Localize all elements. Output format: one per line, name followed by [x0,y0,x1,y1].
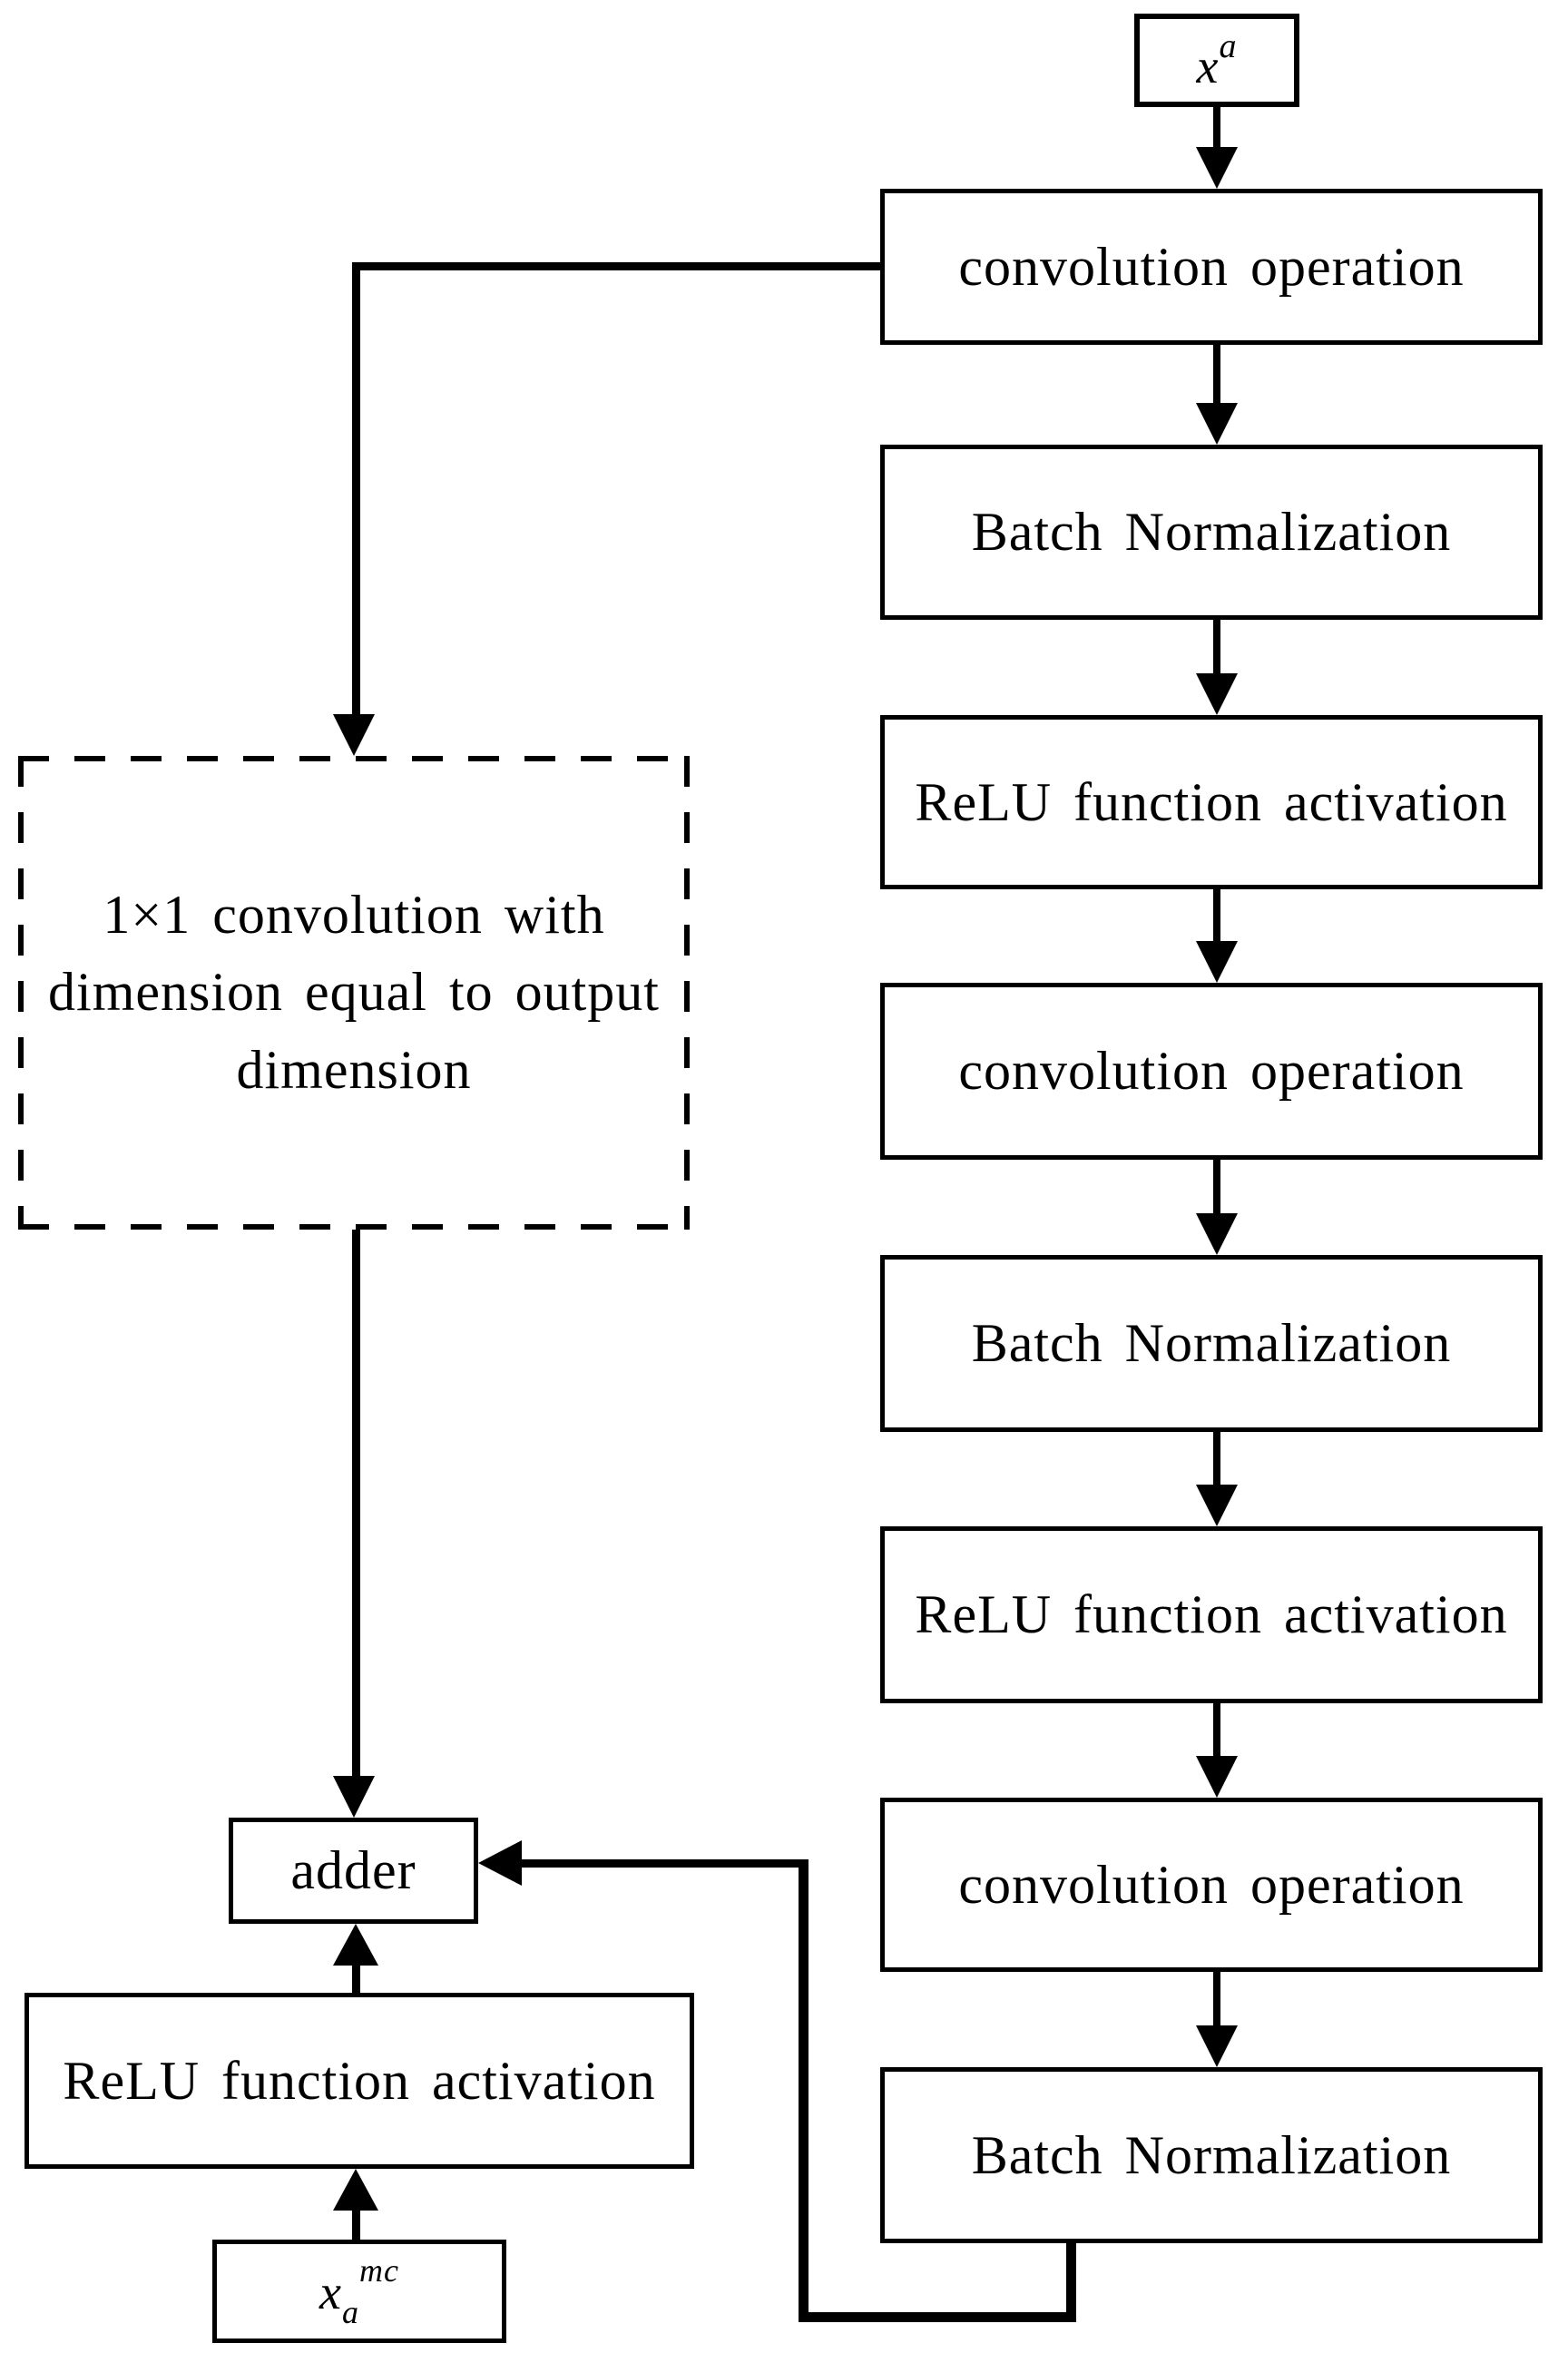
arrow-relu2-to-conv3-shaft [1213,1703,1220,1756]
skip-connection-up-segment [799,1859,808,2322]
arrow-conv3-to-bn3-head [1196,2025,1238,2067]
node-label: Batch Normalization [971,1313,1452,1373]
arrow-conv3-to-bn3-shaft [1213,1972,1220,2025]
xamc-label: xa mc [319,2251,399,2331]
dashed-border-right [684,756,690,1230]
shortcut-label-line1: 1×1 convolution with [103,885,605,946]
skip-connection-into-adder-head [478,1840,522,1886]
adder-label: adder [290,1840,416,1900]
arrow-bn2-to-relu2-head [1196,1485,1238,1526]
node-input-xa: xa [1134,14,1299,107]
arrow-bn1-to-relu1-head [1196,673,1238,715]
node-label: ReLU function activation [915,1584,1508,1644]
shortcut-branch-horizontal-line [356,262,880,270]
dashed-border-left [18,756,24,1230]
node-label: Batch Normalization [971,502,1452,562]
node-relu-activation-2: ReLU function activation [880,1526,1543,1703]
arrow-conv1-to-bn1-head [1196,403,1238,445]
node-batch-normalization-2: Batch Normalization [880,1255,1543,1432]
arrow-input-to-conv1-head [1196,147,1238,189]
node-batch-normalization-1: Batch Normalization [880,445,1543,620]
shortcut-branch-vertical-line [352,262,360,715]
shortcut-label-line3: dimension [236,1039,472,1100]
node-label: Batch Normalization [971,2124,1452,2185]
node-relu-activation-bottom: ReLU function activation [24,1993,694,2169]
node-convolution-operation-2: convolution operation [880,983,1543,1160]
shortcut-label: 1×1 convolution with dimension equal to … [48,877,660,1109]
arrow-relu2-to-conv3-head [1196,1756,1238,1798]
node-label: convolution operation [958,1854,1465,1915]
arrow-output-to-relu-shaft [352,2209,360,2241]
node-shortcut-1x1-convolution: 1×1 convolution with dimension equal to … [18,756,690,1230]
node-relu-activation-1: ReLU function activation [880,715,1543,889]
node-label: ReLU function activation [915,771,1508,832]
node-adder: adder [229,1818,478,1924]
skip-connection-into-adder-shaft [520,1859,803,1868]
node-input-xamc: xa mc [212,2240,506,2343]
dashed-border-top [18,756,690,761]
node-convolution-operation-3: convolution operation [880,1798,1543,1972]
arrow-shortcut-to-adder-head [333,1776,375,1818]
arrow-relu1-to-conv2-head [1196,941,1238,983]
shortcut-branch-arrowhead [333,714,375,756]
skip-connection-bottom-segment [799,2312,1076,2322]
arrow-bn2-to-relu2-shaft [1213,1432,1220,1485]
arrow-bn1-to-relu1-shaft [1213,620,1220,673]
arrow-relu1-to-conv2-shaft [1213,889,1220,941]
xamc-base: x [319,2265,342,2319]
xamc-subscript: a [341,2294,359,2330]
arrow-relu-to-adder-shaft [352,1964,360,1995]
node-convolution-operation-1: convolution operation [880,189,1543,345]
dashed-border-bottom [18,1224,690,1230]
shortcut-label-line2: dimension equal to output [48,962,660,1023]
node-label: convolution operation [958,1041,1465,1101]
arrow-output-to-relu-head [333,2169,378,2211]
input-label: xa [1197,26,1238,94]
arrow-conv1-to-bn1-shaft [1213,345,1220,403]
arrow-input-to-conv1-shaft [1213,107,1220,149]
arrow-relu-to-adder-head [333,1924,378,1966]
input-base: x [1196,39,1220,93]
input-superscript: a [1219,27,1238,65]
node-label: convolution operation [958,236,1465,297]
xamc-superscript: mc [358,2252,399,2289]
node-label: ReLU function activation [63,2050,656,2111]
node-batch-normalization-3: Batch Normalization [880,2067,1543,2243]
arrow-conv2-to-bn2-shaft [1213,1160,1220,1213]
arrow-conv2-to-bn2-head [1196,1213,1238,1255]
arrow-shortcut-to-adder-shaft [352,1230,360,1777]
skip-connection-down-segment [1066,2243,1076,2322]
